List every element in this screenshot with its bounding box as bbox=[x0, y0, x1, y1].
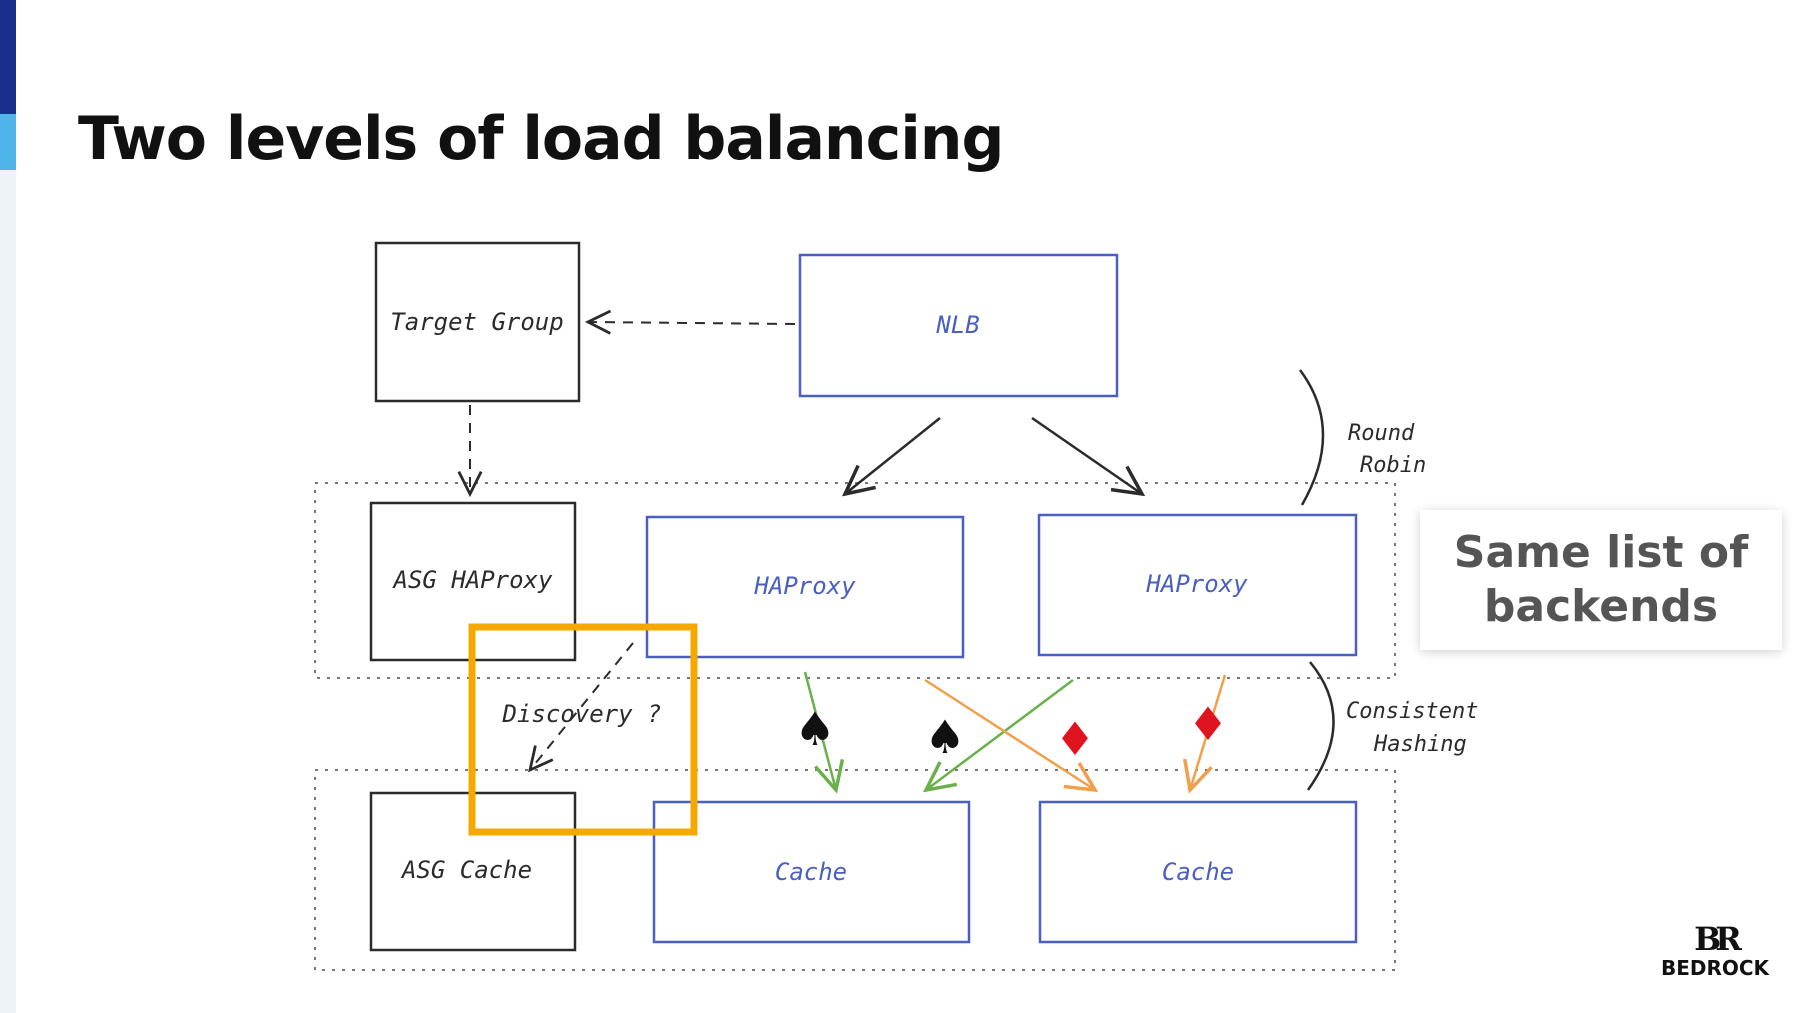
bedrock-logo: BR BEDROCK bbox=[1660, 922, 1770, 980]
target-group-node: Target Group bbox=[374, 241, 581, 403]
round-robin-label-line2: Robin bbox=[1360, 453, 1426, 478]
consistent-hashing-label-line1: Consistent bbox=[1346, 699, 1478, 724]
haproxy-2-label: HAProxy bbox=[1145, 570, 1248, 598]
accent-bar-light bbox=[0, 114, 16, 170]
spade-icon-2: ♠ bbox=[924, 710, 965, 764]
accent-bar-dark bbox=[0, 0, 16, 114]
consistent-hashing-label-line2: Hashing bbox=[1373, 732, 1467, 757]
round-robin-brace bbox=[1298, 369, 1325, 506]
round-robin-label-line1: Round bbox=[1348, 421, 1415, 446]
left-sidebar-strip bbox=[0, 0, 16, 1013]
cache-node-1: Cache bbox=[652, 800, 971, 944]
nlb-label: NLB bbox=[935, 311, 979, 339]
nlb-node: NLB bbox=[798, 253, 1119, 398]
discovery-highlight-box bbox=[468, 623, 698, 836]
haproxy-2-to-cache-2-orange-arrow bbox=[1190, 674, 1227, 790]
callout-line-2: backends bbox=[1483, 581, 1719, 632]
haproxy-1-to-cache-2-orange-arrow bbox=[924, 678, 1095, 790]
diamond-icon-2: ♦ bbox=[1187, 697, 1228, 751]
asg-haproxy-node: ASG HAProxy bbox=[369, 501, 577, 662]
spade-icon-1: ♠ bbox=[794, 702, 835, 756]
cache-node-2: Cache bbox=[1038, 800, 1358, 944]
cache-1-label: Cache bbox=[775, 858, 847, 886]
bedrock-logo-text: BEDROCK bbox=[1660, 956, 1770, 980]
same-backends-callout: Same list of backends bbox=[1420, 510, 1782, 650]
discovery-label: Discovery ? bbox=[502, 700, 662, 728]
bedrock-logo-mark: BR bbox=[1694, 920, 1742, 958]
cache-2-label: Cache bbox=[1162, 858, 1234, 886]
haproxy-1-label: HAProxy bbox=[753, 572, 856, 600]
haproxy-node-1: HAProxy bbox=[645, 515, 965, 659]
diamond-icon-1: ♦ bbox=[1054, 712, 1095, 766]
callout-line-1: Same list of bbox=[1453, 527, 1749, 578]
consistent-hashing-brace bbox=[1306, 661, 1335, 791]
nlb-to-target-group-arrow bbox=[588, 322, 796, 324]
nlb-to-haproxy-2-arrow bbox=[1031, 416, 1142, 494]
discovery-arrow bbox=[530, 642, 634, 770]
cache-tier-group-outline bbox=[314, 769, 1396, 971]
asg-haproxy-label: ASG HAProxy bbox=[392, 566, 553, 594]
haproxy-node-2: HAProxy bbox=[1037, 513, 1358, 657]
target-group-label: Target Group bbox=[390, 308, 563, 336]
haproxy-2-to-cache-1-green-arrow bbox=[926, 678, 1074, 790]
haproxy-1-to-cache-1-green-arrow bbox=[803, 671, 836, 790]
slide-title: Two levels of load balancing bbox=[78, 104, 1004, 174]
nlb-to-haproxy-1-arrow bbox=[845, 417, 941, 494]
asg-cache-label: ASG Cache bbox=[400, 856, 532, 884]
